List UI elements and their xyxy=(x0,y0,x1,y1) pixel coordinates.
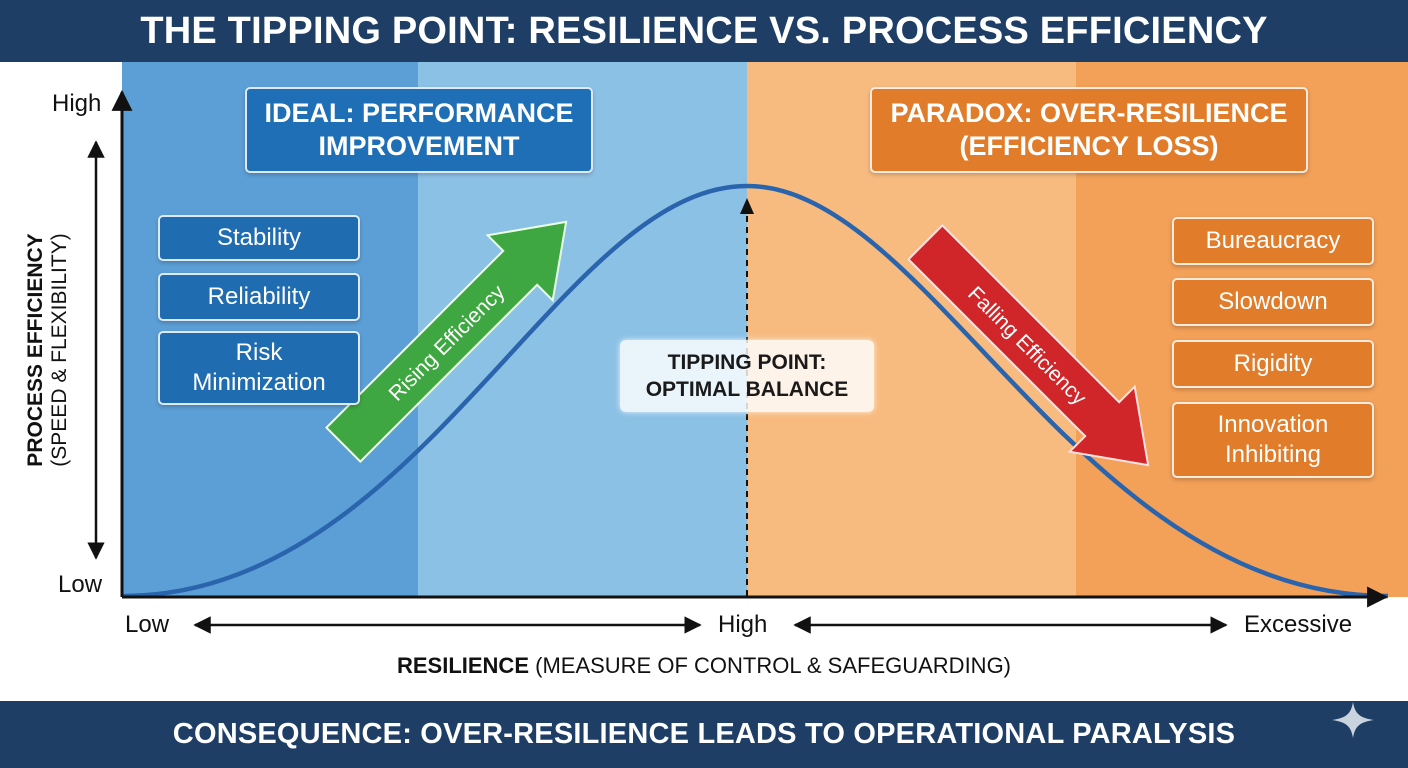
paradox-zone-title-text: PARADOX: OVER-RESILIENCE (EFFICIENCY LOS… xyxy=(890,98,1288,161)
x-axis-low-label: Low xyxy=(125,611,170,638)
consequence-banner: CONSEQUENCE: OVER-RESILIENCE LEADS TO OP… xyxy=(0,701,1408,768)
ideal-item-label: Risk Minimization xyxy=(192,339,326,396)
paradox-item-bureaucracy: Bureaucracy xyxy=(1172,217,1374,265)
y-axis-high-label: High xyxy=(52,90,102,117)
paradox-item-label: Rigidity xyxy=(1233,350,1313,377)
page-title: THE TIPPING POINT: RESILIENCE VS. PROCES… xyxy=(140,9,1268,52)
consequence-text: CONSEQUENCE: OVER-RESILIENCE LEADS TO OP… xyxy=(172,718,1236,750)
efficiency-curve xyxy=(121,183,1389,599)
x-axis-excessive-label: Excessive xyxy=(1244,611,1353,638)
ideal-item-label: Reliability xyxy=(207,283,311,310)
tipping-point-arrowhead xyxy=(740,198,754,214)
ideal-item-reliability: Reliability xyxy=(158,273,360,321)
falling-efficiency-arrow: Falling Efficiency xyxy=(907,224,1150,467)
paradox-item-slowdown: Slowdown xyxy=(1172,278,1374,326)
falling-efficiency-label: Falling Efficiency xyxy=(963,282,1091,410)
y-axis-title-sub: (SPEED & FLEXIBILITY) xyxy=(48,233,71,467)
x-axis-title-main: RESILIENCE xyxy=(396,653,529,678)
tipping-point-label: TIPPING POINT: OPTIMAL BALANCE xyxy=(620,340,874,412)
ideal-zone-title: IDEAL: PERFORMANCE IMPROVEMENT xyxy=(245,87,593,173)
paradox-zone-title: PARADOX: OVER-RESILIENCE (EFFICIENCY LOS… xyxy=(870,87,1308,173)
paradox-item-label: Slowdown xyxy=(1218,288,1328,315)
x-axis-high-label: High xyxy=(718,611,768,638)
tipping-point-text: TIPPING POINT: OPTIMAL BALANCE xyxy=(645,351,849,401)
ideal-item-stability: Stability xyxy=(158,215,360,261)
paradox-item-label: Innovation Inhibiting xyxy=(1217,411,1329,468)
ideal-item-label: Stability xyxy=(216,224,302,251)
sparkle-icon xyxy=(1332,702,1374,738)
rising-efficiency-label: Rising Efficiency xyxy=(385,280,510,405)
x-axis-title: RESILIENCE (MEASURE OF CONTROL & SAFEGUA… xyxy=(0,653,1408,679)
ideal-zone-title-text: IDEAL: PERFORMANCE IMPROVEMENT xyxy=(264,98,574,161)
title-banner: THE TIPPING POINT: RESILIENCE VS. PROCES… xyxy=(0,0,1408,62)
y-axis-title-main: PROCESS EFFICIENCY xyxy=(24,233,47,467)
paradox-item-label: Bureaucracy xyxy=(1205,227,1341,254)
paradox-item-rigidity: Rigidity xyxy=(1172,340,1374,388)
ideal-item-risk-minimization: Risk Minimization xyxy=(158,331,360,405)
x-axis-title-sub: (MEASURE OF CONTROL & SAFEGUARDING) xyxy=(529,653,1012,678)
y-axis-title: PROCESS EFFICIENCY (SPEED & FLEXIBILITY) xyxy=(24,150,72,550)
paradox-item-innovation-inhibiting: Innovation Inhibiting xyxy=(1172,402,1374,478)
y-axis-low-label: Low xyxy=(58,571,103,598)
